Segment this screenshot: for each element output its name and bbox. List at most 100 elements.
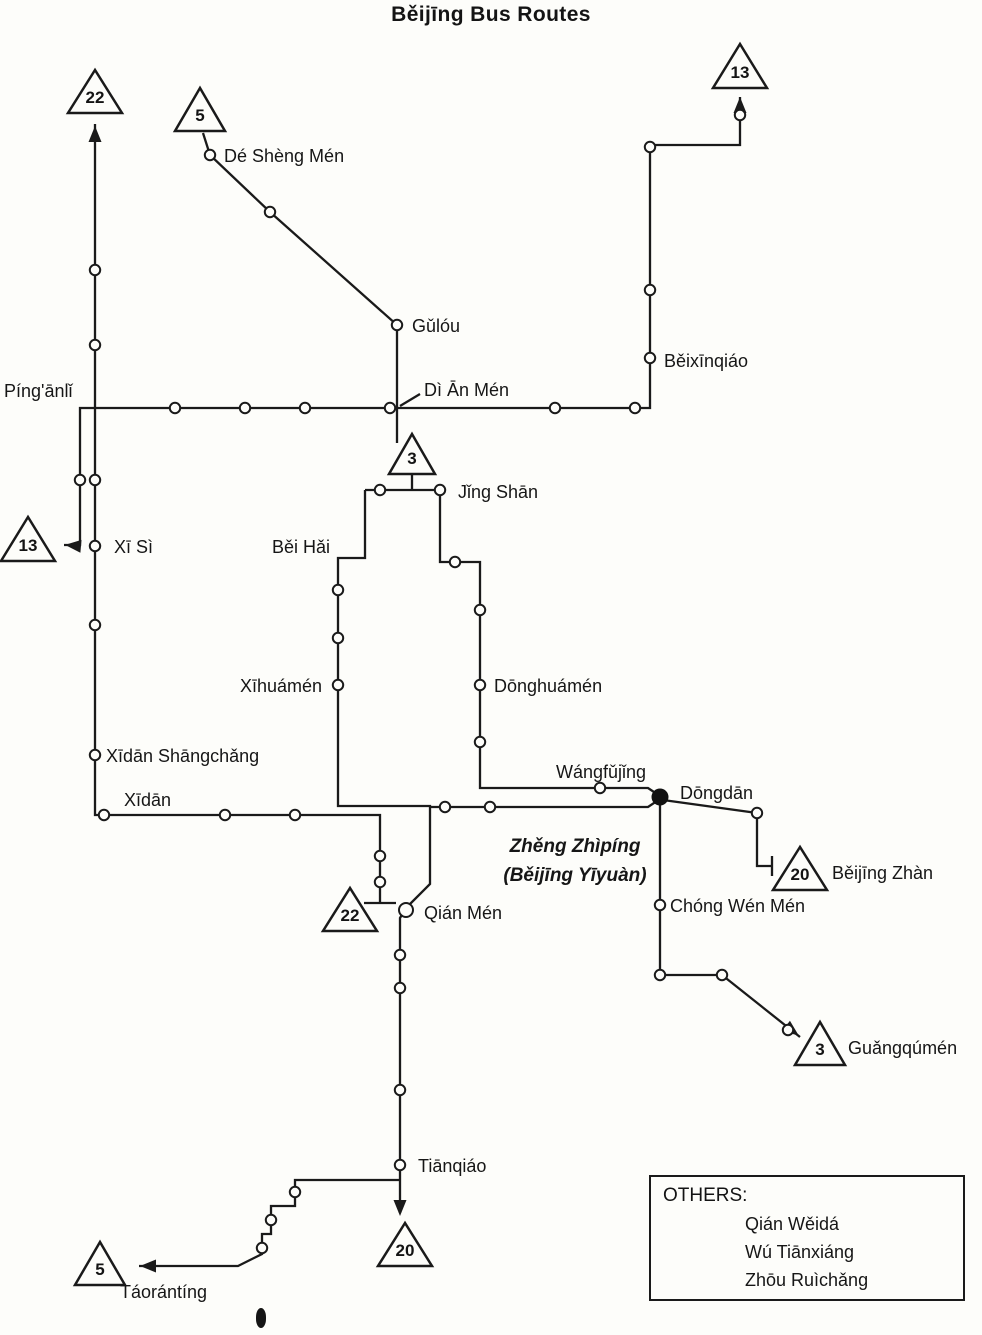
route-number-22-terminal: 22 [341, 906, 360, 925]
station-label-guangqumen: Guǎngqúmén [848, 1038, 957, 1058]
bus-stop [383, 401, 397, 415]
route-marker-3-guangqumen [792, 1019, 848, 1067]
bus-stop [398, 902, 414, 918]
ink-smudge-artifact [256, 1308, 266, 1328]
bus-stop [203, 148, 217, 162]
bus-stop [643, 351, 657, 365]
direction-arrow-route-13-up [733, 97, 747, 113]
route-marker-13-west [0, 514, 58, 563]
route-marker-22-north [65, 67, 125, 115]
bus-stop [331, 583, 345, 597]
route-line-route-13 [64, 97, 742, 547]
bus-stop [781, 1023, 795, 1037]
station-label-xidan-shangchang: Xīdān Shāngchǎng [106, 746, 259, 766]
bus-stop [88, 473, 102, 487]
bus-stop [88, 263, 102, 277]
station-label-di-an-men: Dì Ān Mén [424, 380, 509, 400]
bus-stop [288, 1185, 302, 1199]
route-number-13-northeast: 13 [731, 63, 750, 82]
direction-arrow-route-20-down [393, 1200, 407, 1216]
bus-stop [373, 875, 387, 889]
bus-stop [548, 401, 562, 415]
station-label-xi-si: Xī Sì [114, 537, 153, 557]
station-label-qian-men: Qián Mén [424, 903, 502, 923]
route-marker-5-north [172, 85, 228, 133]
bus-stop [97, 808, 111, 822]
station-label-beijing-zhan: Běijīng Zhàn [832, 863, 933, 883]
direction-arrow-route-13-west [65, 539, 82, 553]
bus-stop [373, 483, 387, 497]
direction-arrow-route-5-west [140, 1259, 156, 1273]
bus-stop [750, 806, 764, 820]
route-number-3-center: 3 [407, 449, 416, 468]
route-line-di-an-men-tick [399, 393, 421, 407]
station-label-jing-shan: Jǐng Shān [458, 482, 538, 502]
route-number-20-south: 20 [396, 1241, 415, 1260]
bus-stop [331, 678, 345, 692]
route-marker-5-southwest [72, 1239, 128, 1287]
station-label-dongdan: Dōngdān [680, 783, 753, 803]
bus-stop [593, 781, 607, 795]
station-label-beixinqiao: Běixīnqiáo [664, 351, 748, 371]
station-label-tianqiao: Tiānqiáo [418, 1156, 486, 1176]
legend-title: OTHERS: [663, 1185, 748, 1206]
route-number-5-southwest: 5 [95, 1260, 104, 1279]
bus-stop [448, 555, 462, 569]
route-number-5-north: 5 [195, 106, 204, 125]
bus-stop [473, 678, 487, 692]
bus-stop [643, 283, 657, 297]
station-label-donghuamen: Dōnghuámén [494, 676, 602, 696]
bus-stop [263, 205, 277, 219]
legend-name-3: Zhōu Ruìchǎng [745, 1270, 869, 1290]
legend-box: OTHERS: Qián Wěidá Wú Tiānxiáng Zhōu Ruì… [649, 1175, 965, 1301]
bus-stop [238, 401, 252, 415]
bus-stop [88, 618, 102, 632]
bus-stop [643, 140, 657, 154]
bus-stop [653, 898, 667, 912]
route-marker-20-south [375, 1220, 435, 1268]
station-label-zheng-zhiping-line2: (Běijīng Yīyuàn) [503, 865, 646, 886]
bus-stop [331, 631, 345, 645]
station-label-gulou: Gǔlóu [412, 316, 460, 336]
station-label-de-sheng-men: Dé Shèng Mén [224, 146, 344, 166]
bus-stop [73, 473, 87, 487]
bus-stop [628, 401, 642, 415]
bus-stop [473, 603, 487, 617]
junction-dot-dongdan-dot [651, 788, 669, 806]
route-line-route-3-east [438, 490, 661, 797]
page-title: Běijīng Bus Routes [391, 3, 591, 26]
bus-stop [373, 849, 387, 863]
route-number-3-guangqumen: 3 [815, 1040, 824, 1059]
bus-stop [483, 800, 497, 814]
bus-stop [255, 1241, 269, 1255]
route-line-route-3-south [658, 800, 801, 1038]
bus-stop [218, 808, 232, 822]
bus-stop [473, 735, 487, 749]
legend-name-2: Wú Tiānxiáng [745, 1242, 855, 1262]
bus-stop [438, 800, 452, 814]
bus-stop [653, 968, 667, 982]
station-label-wangfujing: Wángfǔjǐng [556, 762, 646, 782]
bus-stop [88, 338, 102, 352]
bus-stop [298, 401, 312, 415]
bus-stop [715, 968, 729, 982]
bus-stop [733, 108, 747, 122]
bus-stop [393, 981, 407, 995]
route-number-13-west: 13 [19, 536, 38, 555]
route-marker-22-terminal [320, 885, 380, 933]
bus-stop [390, 318, 404, 332]
route-marker-3-center [386, 431, 438, 476]
bus-stop [393, 948, 407, 962]
station-label-bei-hai: Běi Hǎi [272, 537, 330, 557]
bus-stop [433, 483, 447, 497]
route-line-route-5-north [201, 132, 399, 443]
bus-stop [393, 1158, 407, 1172]
route-number-20-beijing-zhan: 20 [791, 865, 810, 884]
route-number-22-north: 22 [86, 88, 105, 107]
station-label-chong-wen-men: Chóng Wén Mén [670, 896, 805, 916]
route-marker-13-northeast [710, 41, 770, 90]
legend-name-1: Qián Wěidá [745, 1214, 840, 1234]
station-label-xihuamen: Xīhuámén [240, 676, 322, 696]
